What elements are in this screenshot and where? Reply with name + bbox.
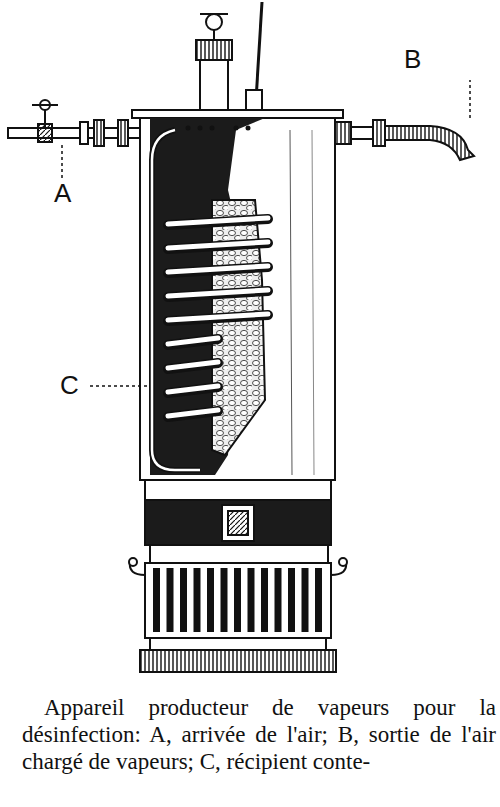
coil-highlight: [168, 290, 268, 296]
coil-highlight: [168, 386, 218, 392]
grill-bar: [288, 568, 295, 632]
coil-tube: [168, 243, 268, 249]
part-letter: A: [52, 180, 73, 206]
coil-highlight: [168, 338, 218, 344]
grill-bar: [302, 568, 309, 632]
coil-tube: [168, 411, 218, 417]
coil-highlight: [168, 242, 268, 248]
coil-tube: [168, 339, 218, 345]
grill-bar: [207, 568, 214, 632]
grill-bar: [248, 568, 255, 632]
coil-tube: [168, 387, 218, 393]
coil-highlight: [168, 362, 218, 368]
figure-caption: Appareil producteur de vapeurs pour la d…: [22, 694, 496, 775]
grill-bar: [261, 568, 268, 632]
coil-tube: [168, 363, 218, 369]
coil-tube: [168, 315, 268, 321]
grill-bar: [153, 568, 160, 632]
coil-tube: [168, 267, 268, 273]
coil-tube: [168, 219, 268, 225]
coil-highlight: [168, 410, 218, 416]
coil-tube: [168, 291, 268, 297]
grill-bar: [194, 568, 201, 632]
coil-highlight: [168, 218, 268, 224]
grill-bar: [180, 568, 187, 632]
grill-bar: [221, 568, 228, 632]
grill-bar: [315, 568, 322, 632]
coil-highlight: [168, 266, 268, 272]
grill-bar: [234, 568, 241, 632]
grill-bar: [275, 568, 282, 632]
part-letter: C: [58, 372, 81, 398]
part-letter: B: [402, 46, 423, 72]
grill-bar: [167, 568, 174, 632]
coil-highlight: [168, 314, 268, 320]
